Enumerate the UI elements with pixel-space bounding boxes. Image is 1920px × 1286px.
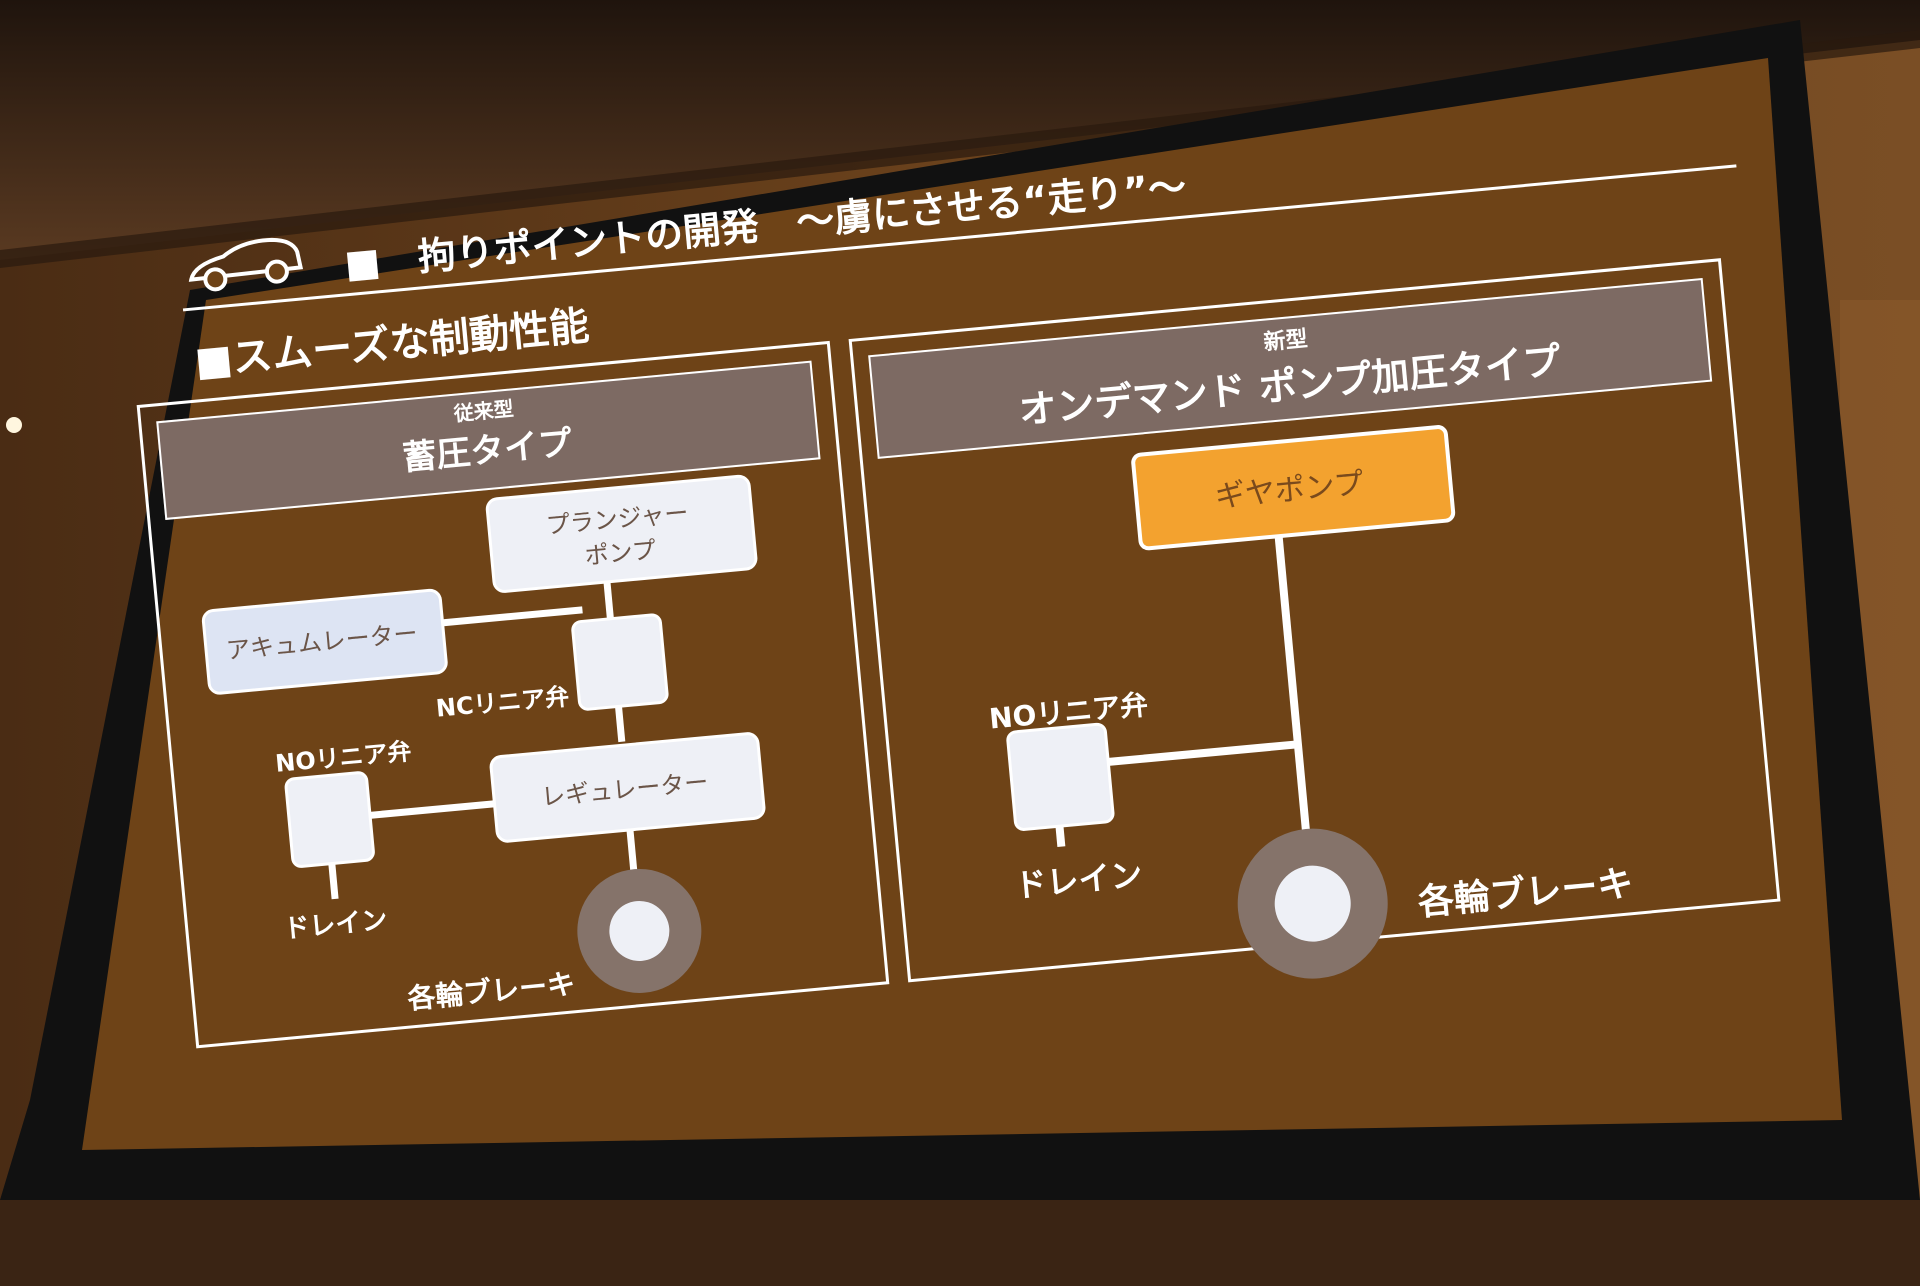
- car-icon: [188, 237, 304, 292]
- new-no-valve-box: [1005, 721, 1116, 832]
- ceiling-light: [6, 417, 22, 433]
